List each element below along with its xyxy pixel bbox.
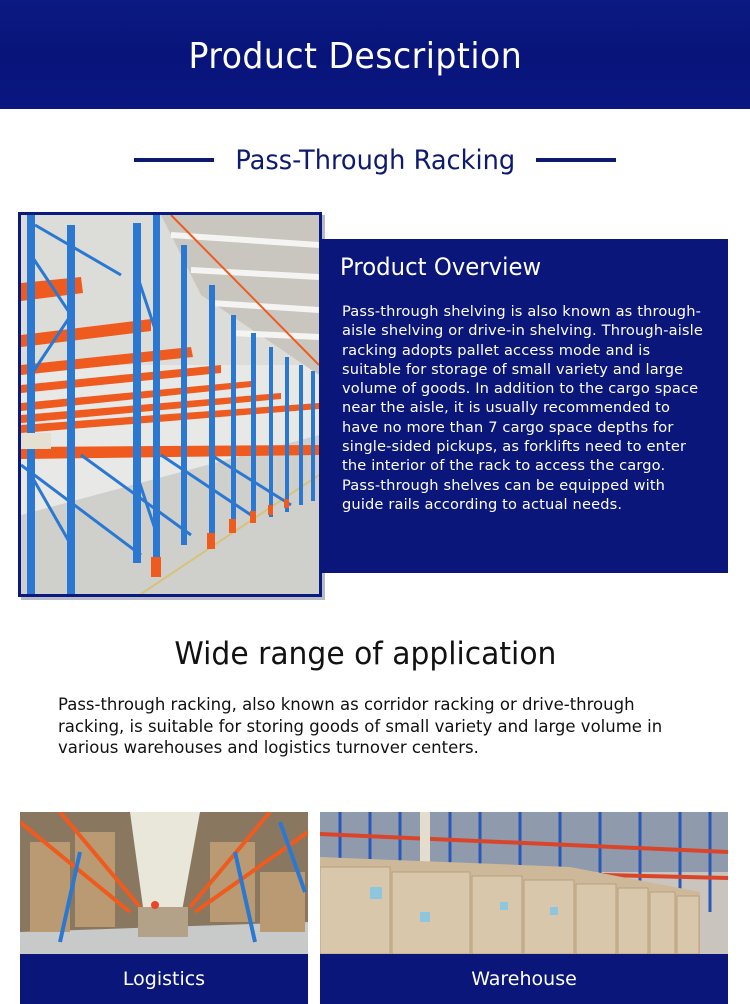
warehouse-label: Warehouse — [320, 954, 728, 1004]
overview-title: Product Overview — [340, 253, 542, 281]
page-title: Product Description — [188, 36, 522, 77]
logistics-label: Logistics — [20, 954, 308, 1004]
application-title: Wide range of application — [174, 636, 557, 672]
section-heading: Pass-Through Racking — [0, 138, 750, 182]
hero-image-frame — [18, 212, 322, 597]
header-band: Product Description — [0, 0, 750, 109]
warehouse-card: Warehouse — [320, 812, 728, 1004]
heading-rule-right — [536, 158, 617, 162]
racking-photo — [21, 215, 319, 594]
logistics-card: Logistics — [20, 812, 308, 1004]
warehouse-photo — [320, 812, 728, 954]
overview-body: Pass-through shelving is also known as t… — [342, 303, 704, 513]
logistics-photo — [20, 812, 308, 954]
application-description: Pass-through racking, also known as corr… — [58, 695, 663, 758]
product-overview-panel: Product Overview Pass-through shelving i… — [320, 239, 728, 573]
section-heading-text: Pass-Through Racking — [235, 144, 515, 176]
heading-rule-left — [133, 158, 214, 162]
